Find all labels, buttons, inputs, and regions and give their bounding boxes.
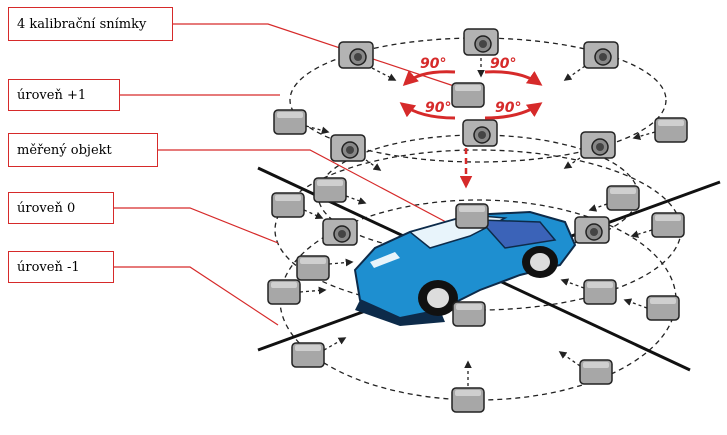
camera-icon bbox=[579, 359, 613, 385]
ellipse-level-plus1 bbox=[289, 37, 667, 163]
camera-icon bbox=[338, 41, 374, 69]
label-level-0: úroveň 0 bbox=[8, 192, 114, 224]
camera-icon bbox=[267, 279, 301, 305]
camera-icon bbox=[322, 218, 358, 246]
camera-icon bbox=[651, 212, 685, 238]
angle-bottom-left: 90° bbox=[425, 100, 451, 116]
pointer-lines bbox=[114, 23, 481, 326]
camera-icon bbox=[313, 177, 347, 203]
car bbox=[353, 210, 577, 326]
camera-icon bbox=[574, 216, 610, 244]
camera-icon bbox=[583, 279, 617, 305]
angle-top-left: 90° bbox=[420, 56, 446, 72]
camera-icon bbox=[291, 342, 325, 368]
camera-icon bbox=[646, 295, 680, 321]
label-level-minus1: úroveň -1 bbox=[8, 251, 114, 283]
camera-icon bbox=[452, 301, 486, 327]
camera-icon bbox=[273, 109, 307, 135]
label-object: měřený objekt bbox=[8, 133, 158, 167]
camera-icon bbox=[330, 134, 366, 162]
camera-icon bbox=[451, 387, 485, 413]
calibration-cameras bbox=[451, 82, 498, 229]
label-level-plus1: úroveň +1 bbox=[8, 79, 120, 111]
angle-bottom-right: 90° bbox=[495, 100, 521, 116]
camera-icon bbox=[654, 117, 688, 143]
camera-icon bbox=[463, 28, 499, 56]
angle-top-right: 90° bbox=[490, 56, 516, 72]
camera-icon bbox=[583, 41, 619, 69]
aim-arrows bbox=[299, 58, 656, 386]
camera-icon bbox=[580, 131, 616, 159]
camera-icon bbox=[606, 185, 640, 211]
rotation-arcs bbox=[399, 70, 543, 120]
camera-icon bbox=[271, 192, 305, 218]
label-calibration: 4 kalibrační snímky bbox=[8, 7, 173, 41]
camera-icon bbox=[296, 255, 330, 281]
